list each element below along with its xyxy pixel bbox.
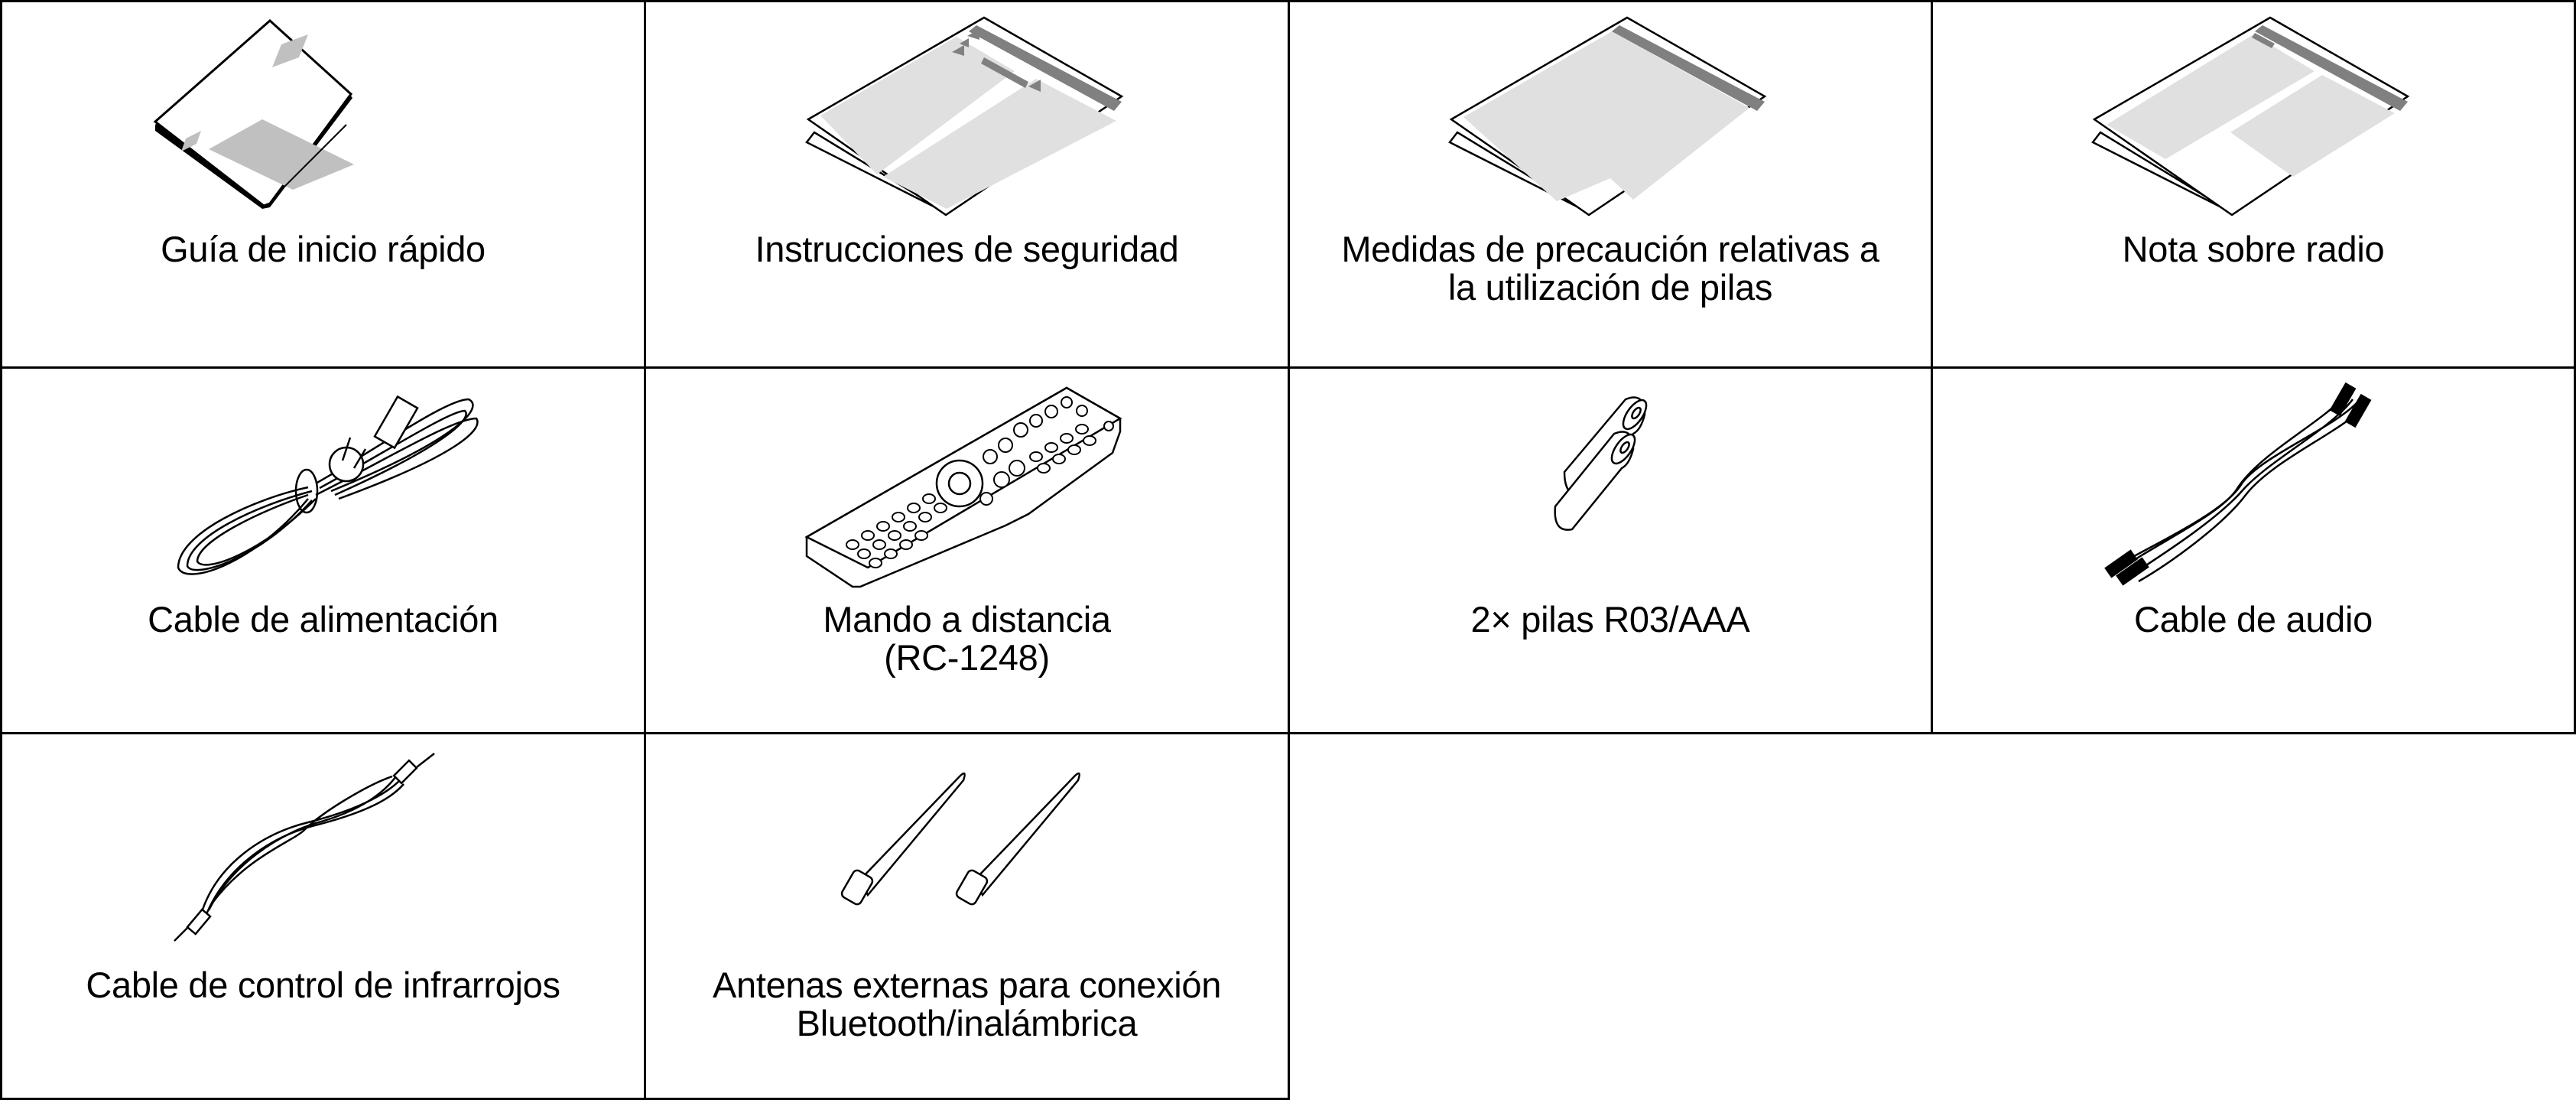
- item-label: Cable de control de infrarrojos: [86, 965, 560, 1005]
- item-ir-control-cable: Cable de control de infrarrojos: [0, 732, 646, 1100]
- item-label: Antenas externas para conexión Bluetooth…: [712, 965, 1222, 1043]
- item-power-cable: Cable de alimentación: [0, 366, 646, 734]
- item-label: Cable de alimentación: [148, 599, 499, 639]
- audio-cable-icon: [2104, 382, 2372, 586]
- item-label: Mando a distancia (RC-1248): [823, 599, 1111, 678]
- folded-leaflet-icon: [1448, 16, 1767, 216]
- item-batteries: 2× pilas R03/AAA: [1288, 366, 1933, 734]
- remote-control-icon: [804, 386, 1122, 588]
- item-radio-note: Nota sobre radio: [1931, 0, 2576, 369]
- item-label: Medidas de precaución relativas a la uti…: [1341, 229, 1879, 308]
- batteries-icon: [1554, 396, 1648, 531]
- item-battery-precautions: Medidas de precaución relativas a la uti…: [1288, 0, 1933, 369]
- item-label: Instrucciones de seguridad: [755, 229, 1179, 269]
- item-external-antennas: Antenas externas para conexión Bluetooth…: [644, 732, 1290, 1100]
- item-label: Cable de audio: [2134, 599, 2373, 639]
- folded-leaflet-icon: [2091, 16, 2410, 216]
- item-label: Nota sobre radio: [2122, 229, 2385, 269]
- item-audio-cable: Cable de audio: [1931, 366, 2576, 734]
- item-quick-start-guide: Guía de inicio rápido: [0, 0, 646, 369]
- power-cable-icon: [177, 395, 479, 575]
- external-antennas-icon: [840, 772, 1080, 906]
- item-label: Guía de inicio rápido: [161, 229, 486, 269]
- folded-leaflet-icon: [804, 16, 1123, 216]
- item-safety-instructions: Instrucciones de seguridad: [644, 0, 1290, 369]
- ir-control-cable-icon: [173, 753, 435, 942]
- item-remote-control: Mando a distancia (RC-1248): [644, 366, 1290, 734]
- item-label: 2× pilas R03/AAA: [1470, 599, 1750, 639]
- booklet-icon: [153, 18, 354, 209]
